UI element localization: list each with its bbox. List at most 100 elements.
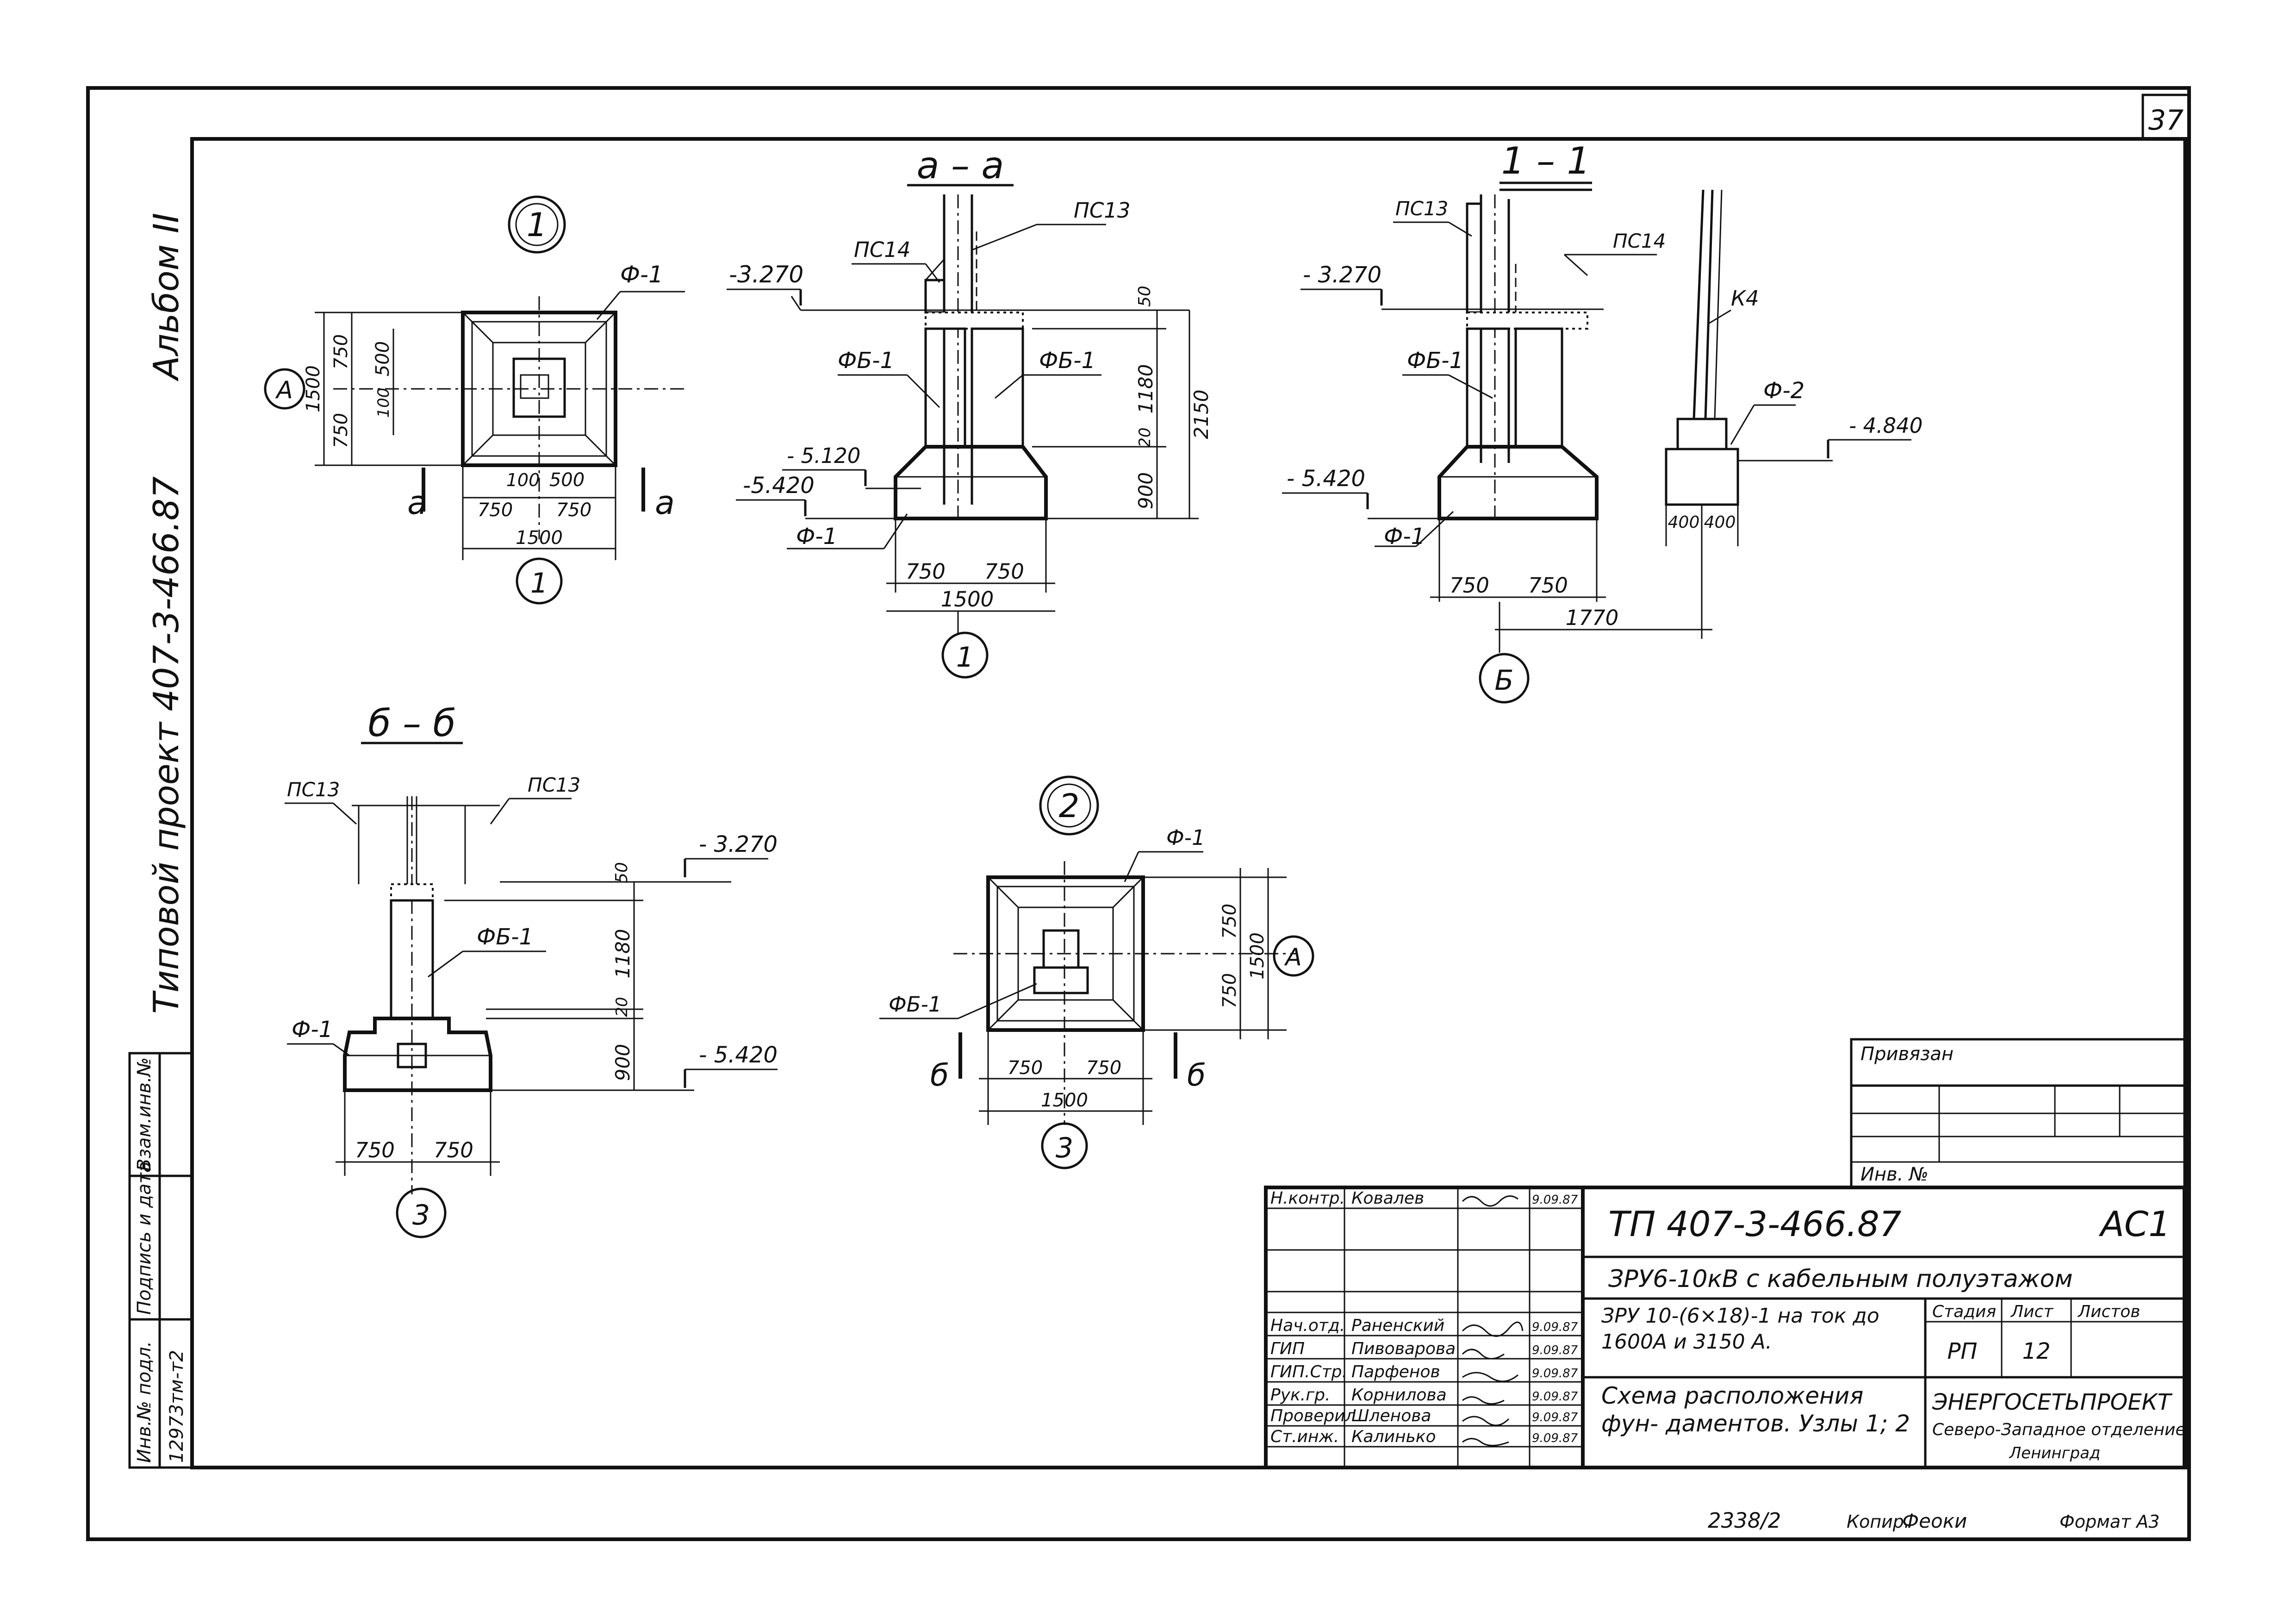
stamp-row-date: 9.09.87: [1532, 1411, 1578, 1424]
section-aa-dim-2150: 2150: [1190, 390, 1213, 439]
signature-3: [1462, 1349, 1505, 1360]
stamp-stage-header: Стадия: [1932, 1302, 1996, 1321]
signature-5: [1462, 1396, 1505, 1405]
section-bb-title: б – б: [368, 702, 456, 745]
signature-7: [1462, 1438, 1509, 1446]
title-block: Привязан Инв. № ТП 407-3-466.87 АС1 ЗРУ6…: [1264, 1038, 2186, 1469]
stamp-org-1: ЭНЕРГОСЕТЬПРОЕКТ: [1932, 1389, 2173, 1415]
section-11-dim-1770: 1770: [1566, 606, 1619, 630]
node-1-dim-500: 500: [372, 341, 393, 376]
section-aa-dim-750a: 750: [906, 559, 946, 584]
section-bb-dim-50: 50: [612, 862, 631, 883]
stamp-inv-no: Инв. №: [1860, 1164, 1929, 1185]
stamp-row-role: Нач.отд.: [1270, 1316, 1345, 1335]
node-2-dim-750c: 750: [1008, 1057, 1043, 1079]
section-bb-dim-900: 900: [611, 1044, 634, 1081]
node-2-f1: Ф-1: [1166, 825, 1205, 850]
section-aa-level-2: - 5.120: [787, 443, 860, 468]
section-11-fb1: ФБ-1: [1407, 348, 1463, 374]
signature-1: [1462, 1195, 1518, 1207]
stamp-row-role: Проверил: [1270, 1406, 1356, 1425]
section-bb-level-1: - 3.270: [699, 831, 778, 857]
node-2-axis-a: А: [1284, 943, 1302, 971]
section-11-level-2: - 5.420: [1287, 466, 1365, 492]
stamp-row-role: Н.контр.: [1270, 1189, 1345, 1208]
section-aa-title: а – а: [917, 144, 1004, 187]
sheet-number: 37: [2148, 104, 2184, 137]
stamp-row-0: Н.контр. Ковалев 9.09.87: [1270, 1189, 1578, 1208]
section-11-f2: Ф-2: [1763, 378, 1804, 404]
stamp-row-3: ГИП.Стр. Парфенов 9.09.87: [1270, 1362, 1578, 1381]
node-2-dim-750b: 750: [1219, 973, 1240, 1008]
node-1-dim-100v: 100: [374, 388, 393, 418]
node-1-number: 1: [527, 206, 548, 244]
section-aa-dim-1180: 1180: [1134, 364, 1157, 414]
stamp-row-date: 9.09.87: [1532, 1367, 1578, 1380]
footer-copy-signature: Феоки: [1902, 1510, 1967, 1532]
section-bb-ps13-right: ПС13: [528, 774, 580, 796]
node-1-dim-750a: 750: [330, 334, 352, 369]
side-stamp-col2: Подпись и дата: [134, 1162, 155, 1315]
stamp-row-name: Шленова: [1351, 1406, 1431, 1425]
stamp-row-name: Ковалев: [1351, 1189, 1424, 1208]
node-1-dim-750b: 750: [330, 413, 352, 448]
section-bb-fb1: ФБ-1: [477, 924, 533, 950]
inner-frame: [190, 137, 2189, 1469]
stamp-row-name: Пивоварова: [1351, 1339, 1456, 1358]
node-1-dim-1500v: 1500: [303, 365, 324, 412]
stamp-row-name: Парфенов: [1351, 1362, 1440, 1381]
section-11-level-1: - 3.270: [1303, 262, 1381, 288]
section-bb-ps13-left: ПС13: [287, 778, 340, 801]
section-bb-level-2: - 5.420: [699, 1042, 778, 1068]
section-11-dim-400b: 400: [1704, 513, 1736, 532]
side-stamp-inv: 12973тм-т2: [166, 1350, 187, 1463]
signature-2: [1462, 1321, 1524, 1337]
node-1-cut-right: а: [655, 484, 675, 522]
stamp-privyazan: Привязан: [1860, 1043, 1954, 1065]
node-2-dim-1500h: 1500: [1041, 1090, 1088, 1111]
stamp-row-name: Калинько: [1351, 1427, 1436, 1446]
section-11-dim-750b: 750: [1528, 573, 1568, 598]
node-1-cut-left: а: [407, 484, 427, 522]
stamp-row-role: Ст.инж.: [1270, 1427, 1339, 1446]
section-aa-dim-750b: 750: [984, 559, 1024, 584]
node-2-number: 2: [1059, 787, 1080, 825]
node-2-cut-right: б: [1187, 1058, 1206, 1093]
signature-6: [1462, 1416, 1510, 1426]
stamp-row-role: ГИП.Стр.: [1270, 1362, 1347, 1381]
section-aa-level-3: -5.420: [743, 473, 815, 499]
stamp-sheets-header: Листов: [2077, 1302, 2140, 1321]
node-1-plan: 1 Ф-1 А 1500 750 750 500 100 100 500: [264, 195, 685, 605]
stamp-row-2: ГИП Пивоварова 9.09.87: [1270, 1339, 1578, 1358]
stamp-row-role: Рук.гр.: [1270, 1386, 1330, 1405]
section-aa-dim-20: 20: [1136, 427, 1154, 447]
side-stamp: Инв.№ подл. Подпись и дата Взам.инв.№ 12…: [128, 1052, 193, 1469]
footer-copy: Копир.: [1847, 1512, 1910, 1532]
section-bb: б – б ПС13 ПС13 ФБ-1 Ф-1 - 3.270 - 5.420: [285, 702, 778, 1238]
node-2-dim-750a: 750: [1219, 904, 1240, 939]
section-11-ps13: ПС13: [1395, 197, 1448, 220]
stamp-drawing: Схема расположения фун- даментов. Узлы 1…: [1601, 1382, 1910, 1437]
section-bb-axis: 3: [412, 1199, 430, 1231]
stamp-row-date: 9.09.87: [1532, 1431, 1578, 1445]
section-aa-axis: 1: [956, 641, 974, 674]
stamp-row-1: Нач.отд. Раненский 9.09.87: [1270, 1316, 1578, 1335]
footer-format: Формат А3: [2060, 1512, 2159, 1532]
node-2-dim-1500v: 1500: [1247, 932, 1268, 980]
stamp-org-2: Северо-Западное отделение: [1932, 1420, 2186, 1439]
stamp-row-name: Раненский: [1351, 1316, 1444, 1335]
section-11-dim-400a: 400: [1668, 513, 1700, 532]
node-2-cut-left: б: [930, 1058, 949, 1093]
stamp-sheet-header: Лист: [2010, 1302, 2053, 1321]
node-1-axis-a: А: [275, 376, 293, 404]
section-11: 1 – 1 ПС13 ПС14 ФБ-1 Ф-1 - 3.270: [1282, 139, 1923, 704]
stamp-subject: ЗРУ 10-(6×18)-1 на ток до 1600А и 3150 А…: [1601, 1304, 1879, 1354]
section-aa-dim-50: 50: [1135, 286, 1154, 307]
section-bb-dim-750b: 750: [434, 1138, 473, 1162]
project-label: Типовой проект 407-3-466.87: [146, 476, 187, 1014]
sheet-number-box: [2141, 94, 2190, 140]
section-bb-f1: Ф-1: [292, 1017, 333, 1043]
stamp-row-date: 9.09.87: [1532, 1390, 1578, 1404]
section-11-k4: К4: [1731, 286, 1759, 311]
